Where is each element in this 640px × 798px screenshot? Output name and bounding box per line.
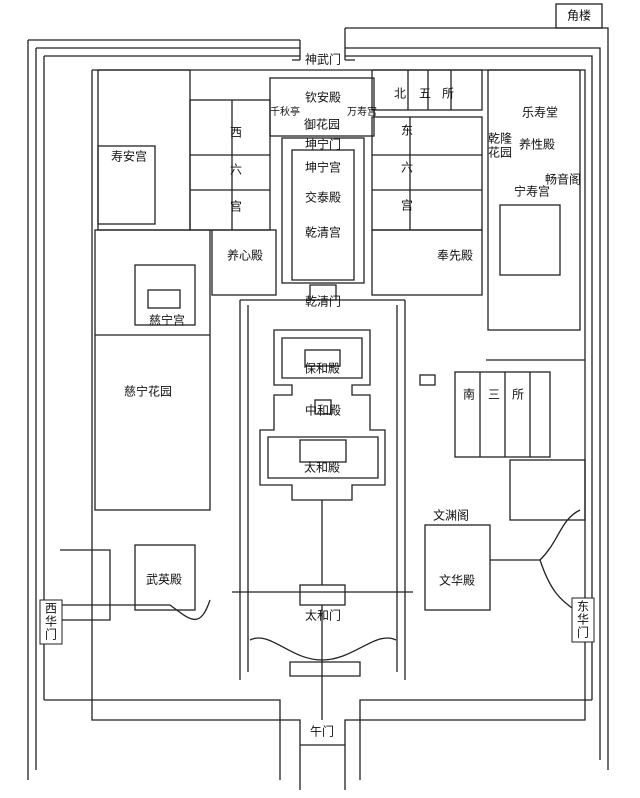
label-cining-palace[interactable]: 慈宁宫 — [149, 313, 185, 328]
label-ningshou-palace[interactable]: 宁寿宫 — [514, 184, 550, 199]
label-qianqing-gate[interactable]: 乾清门 — [305, 294, 341, 309]
walls — [27, 3, 609, 790]
label-changyin-pavilion[interactable]: 畅音阁 — [545, 172, 581, 187]
labels: 角楼 神武门 钦安殿 千秋亭 万寿宫 御花园 北 五 所 乐寿堂 乾隆 花园 养… — [39, 8, 595, 739]
label-west-six-1[interactable]: 西 — [230, 126, 242, 140]
label-qianlong-garden-1[interactable]: 乾隆 — [488, 131, 512, 146]
label-taihe-hall[interactable]: 太和殿 — [304, 460, 340, 475]
label-leshou-hall[interactable]: 乐寿堂 — [522, 106, 558, 120]
label-west-six-3[interactable]: 宫 — [230, 199, 242, 214]
label-donghua-gate-3[interactable]: 门 — [577, 625, 589, 640]
label-donghua-gate-1[interactable]: 东 — [577, 600, 589, 614]
label-wanshou-palace[interactable]: 万寿宫 — [347, 105, 377, 118]
label-kunning-gate[interactable]: 坤宁门 — [305, 137, 341, 152]
label-beiwusuo-3[interactable]: 所 — [442, 87, 454, 101]
label-meridian-gate[interactable]: 午门 — [310, 724, 334, 739]
label-west-six-2[interactable]: 六 — [230, 163, 242, 177]
label-east-six-3[interactable]: 宫 — [401, 198, 413, 213]
label-imperial-garden[interactable]: 御花园 — [304, 117, 340, 132]
label-jiaotai-hall[interactable]: 交泰殿 — [305, 190, 341, 205]
label-cining-garden[interactable]: 慈宁花园 — [124, 384, 172, 399]
label-qianlong-garden-2[interactable]: 花园 — [488, 145, 512, 160]
label-yangxin-hall[interactable]: 养心殿 — [227, 248, 263, 263]
label-nansansuo-1[interactable]: 南 — [463, 387, 475, 402]
label-corner-tower: 角楼 — [567, 8, 591, 23]
label-beiwusuo-1[interactable]: 北 — [394, 87, 406, 101]
label-nansansuo-2[interactable]: 三 — [488, 388, 500, 402]
xihua-gate-box — [39, 599, 63, 645]
label-beiwusuo-2[interactable]: 五 — [419, 87, 431, 101]
label-east-six-1[interactable]: 东 — [401, 124, 413, 138]
label-zhonghe-hall[interactable]: 中和殿 — [305, 403, 341, 418]
label-wuying-hall[interactable]: 武英殿 — [146, 573, 182, 587]
label-donghua-gate-2[interactable]: 华 — [577, 613, 589, 627]
label-xihua-gate-2[interactable]: 华 — [45, 615, 57, 629]
label-qianqing-palace[interactable]: 乾清宫 — [305, 225, 341, 240]
label-nansansuo-3[interactable]: 所 — [512, 388, 524, 402]
label-qianqiu-pavilion[interactable]: 千秋亭 — [270, 105, 300, 118]
label-baohe-hall[interactable]: 保和殿 — [304, 362, 340, 376]
label-xihua-gate-3[interactable]: 门 — [45, 627, 57, 642]
label-fengxian-hall[interactable]: 奉先殿 — [437, 249, 473, 263]
label-xihua-gate-1[interactable]: 西 — [45, 602, 57, 616]
label-shenwu-gate[interactable]: 神武门 — [305, 52, 341, 67]
label-shouan-palace[interactable]: 寿安宫 — [111, 149, 147, 164]
label-wenyuan-pavilion[interactable]: 文渊阁 — [433, 508, 469, 523]
donghua-gate-box — [571, 597, 595, 643]
label-yangxing-hall[interactable]: 养性殿 — [519, 137, 555, 152]
label-qinan-hall[interactable]: 钦安殿 — [305, 90, 341, 105]
label-kunning-palace[interactable]: 坤宁宫 — [305, 160, 341, 175]
label-east-six-2[interactable]: 六 — [401, 161, 413, 175]
label-taihe-gate[interactable]: 太和门 — [305, 608, 341, 623]
label-wenhua-hall[interactable]: 文华殿 — [439, 573, 475, 588]
